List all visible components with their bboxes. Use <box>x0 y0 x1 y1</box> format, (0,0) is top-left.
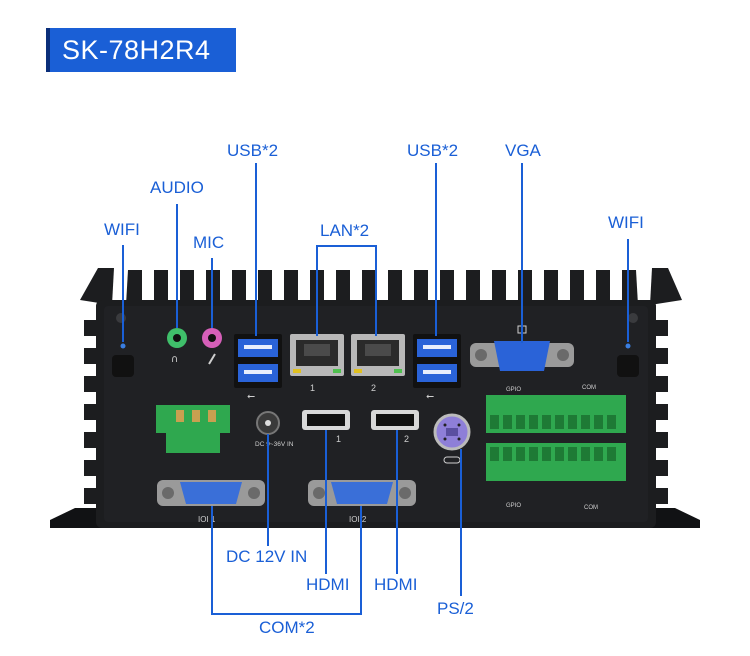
label-vga: VGA <box>505 141 541 160</box>
usb-stack-right: ⭠ <box>413 334 461 402</box>
com-top-marking: COM <box>582 385 596 391</box>
model-title: SK-78H2R4 <box>62 35 211 65</box>
label-wifi-right: WIFI <box>608 213 644 232</box>
vga-port <box>470 325 574 371</box>
com1-marking: IOI 1 <box>198 515 216 524</box>
hdmi2-marking: 2 <box>404 434 409 444</box>
usb-symbol-icon: ⭠ <box>247 391 255 402</box>
power-terminal-block <box>156 405 230 453</box>
gpio-com-terminal-blocks: GPIO COM GPIO COM <box>486 385 626 511</box>
top-heatsink-fins <box>80 268 682 305</box>
gpio-bottom-marking: GPIO <box>506 503 521 509</box>
label-lan: LAN*2 <box>320 221 370 240</box>
lan2-marking: 2 <box>371 383 376 393</box>
microphone-icon <box>208 353 216 365</box>
callout-lines <box>122 163 629 615</box>
title-banner <box>46 28 236 72</box>
title-accent-stripe <box>46 28 50 72</box>
usb-stack-left: ⭠ <box>234 334 282 402</box>
label-hdmi-left: HDMI <box>306 575 350 594</box>
label-wifi-left: WIFI <box>104 220 140 239</box>
label-audio: AUDIO <box>150 178 204 197</box>
lan1-marking: 1 <box>310 383 315 393</box>
usb-symbol-icon: ⭠ <box>426 391 434 402</box>
label-ps2: PS/2 <box>437 599 474 618</box>
com-bottom-marking: COM <box>584 505 598 511</box>
lan-port-1: 1 <box>290 334 344 393</box>
com-port-2: IOI 2 <box>308 480 416 524</box>
hdmi1-marking: 1 <box>336 434 341 444</box>
mic-jack <box>202 328 222 365</box>
label-com: COM*2 <box>259 618 315 637</box>
right-mounting-foot <box>642 508 700 528</box>
audio-jack: ∩ <box>167 328 187 365</box>
headphone-icon: ∩ <box>171 354 178 365</box>
hdmi-port-2: 2 <box>371 410 419 444</box>
com-port-1: IOI 1 <box>157 480 265 524</box>
lan-port-2: 2 <box>351 334 405 393</box>
left-mounting-foot <box>50 508 108 528</box>
com2-marking: IOI 2 <box>349 515 367 524</box>
label-usb-left: USB*2 <box>227 141 279 160</box>
ps2-port <box>433 413 471 464</box>
wifi-antenna-right <box>617 313 639 377</box>
label-usb-right: USB*2 <box>407 141 459 160</box>
label-dc-in: DC 12V IN <box>226 547 308 566</box>
hdmi-port-1: 1 <box>302 410 350 444</box>
dc-spec-marking: DC 9~36V IN <box>255 441 294 448</box>
gpio-top-marking: GPIO <box>506 387 521 393</box>
side-heatsink-fins <box>84 320 668 504</box>
label-mic: MIC <box>193 233 225 252</box>
label-hdmi-right: HDMI <box>374 575 418 594</box>
